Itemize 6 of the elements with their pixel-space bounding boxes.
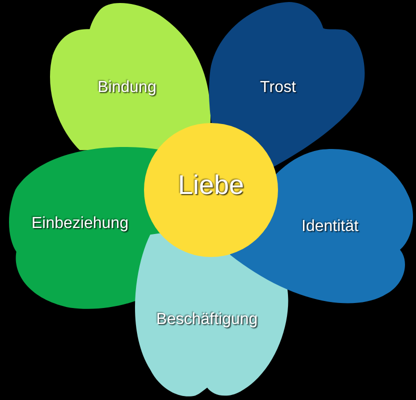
petal-label: Beschäftigung (156, 311, 258, 329)
center-label: Liebe (178, 171, 244, 201)
petal-label: Trost (260, 79, 296, 97)
petal-label: Identität (302, 218, 358, 236)
petal-label: Bindung (98, 79, 156, 97)
petal-label: Einbeziehung (32, 215, 128, 233)
